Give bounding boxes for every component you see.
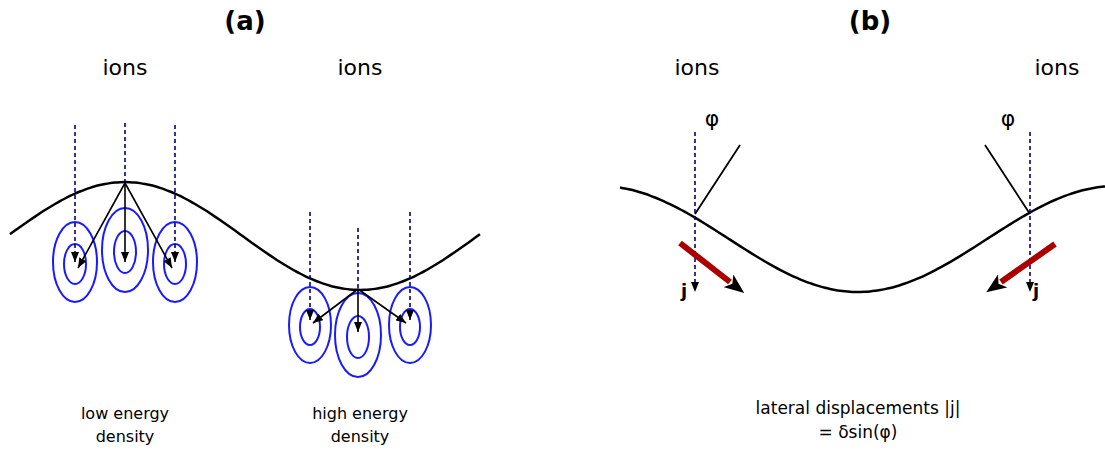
energy-ellipses: [53, 208, 431, 377]
surface-normals: [695, 145, 1030, 214]
energy-note: high energy density: [293, 402, 428, 448]
vector-symbol: j: [681, 280, 687, 302]
panel-label: (a): [224, 6, 265, 37]
panel-label: (b): [849, 6, 891, 37]
ions-label: ions: [1035, 55, 1080, 81]
ions-label: ions: [338, 55, 383, 81]
ion-trajectories: [75, 123, 1030, 320]
angle-symbol: φ: [1001, 106, 1016, 132]
formula-note: lateral displacements |j| = δsin(φ): [747, 396, 969, 444]
displacement-vectors: [680, 243, 1055, 282]
ions-label: ions: [103, 55, 148, 81]
surface-curve: [620, 186, 1105, 291]
angle-symbol: φ: [705, 106, 720, 132]
vector-symbol: j: [1033, 280, 1039, 302]
recoil-arrows: [78, 183, 406, 332]
ions-label: ions: [675, 55, 720, 81]
energy-note: low energy density: [58, 402, 193, 448]
